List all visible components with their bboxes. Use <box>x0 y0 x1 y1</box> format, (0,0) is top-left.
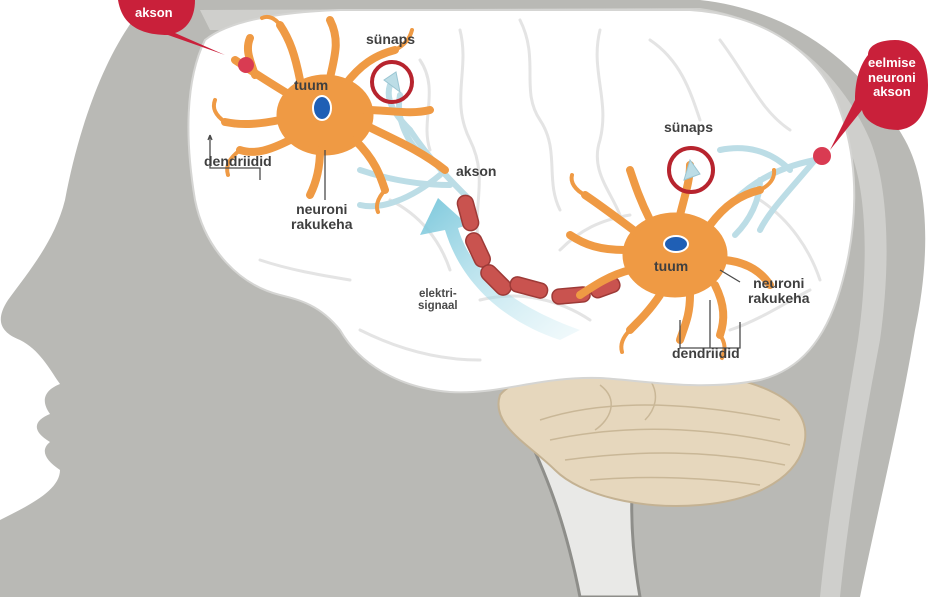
left-cell-body-line2: rakukeha <box>291 217 352 232</box>
right-synapse-label: sünaps <box>664 120 713 135</box>
left-cell-body-line1: neuroni <box>291 202 352 217</box>
left-nucleus-icon <box>313 96 331 120</box>
right-bubble-label: eelmise neuroni akson <box>868 56 916 100</box>
right-nucleus-label: tuum <box>654 259 688 274</box>
left-cell-body-label: neuroni rakukeha <box>291 202 352 231</box>
signal-line2: signaal <box>418 300 458 312</box>
left-synapse-label: sünaps <box>366 32 415 47</box>
axon-label: akson <box>456 164 496 179</box>
left-axon-bubble-label: akson <box>135 6 173 21</box>
right-bubble-line2: neuroni <box>868 71 916 86</box>
right-axon-tip <box>813 147 831 165</box>
left-nucleus-label: tuum <box>294 78 328 93</box>
signal-label: elektri- signaal <box>418 288 458 312</box>
right-dendrites-label: dendriidid <box>672 346 740 361</box>
left-axon-tip <box>238 57 254 73</box>
right-bubble-line1: eelmise <box>868 56 916 71</box>
right-cell-body-line2: rakukeha <box>748 291 809 306</box>
signal-line1: elektri- <box>418 288 458 300</box>
right-nucleus-icon <box>664 236 688 252</box>
right-cell-body-line1: neuroni <box>748 276 809 291</box>
right-cell-body-label: neuroni rakukeha <box>748 276 809 305</box>
right-bubble-line3: akson <box>868 85 916 100</box>
left-dendrites-label: dendriidid <box>204 154 272 169</box>
